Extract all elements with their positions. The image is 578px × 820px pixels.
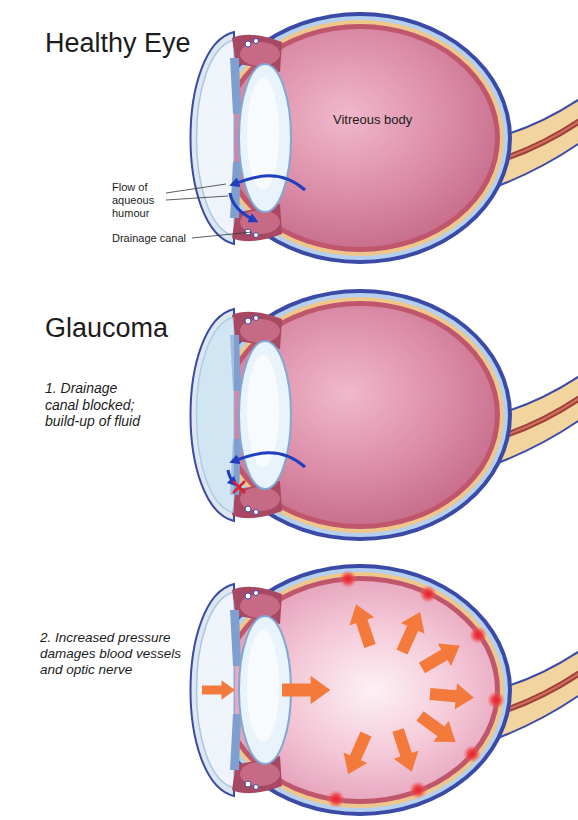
part-label: Drainage canal (112, 232, 186, 245)
step-note: 1. Drainage canal blocked; build-up of f… (45, 380, 147, 430)
eye-illustration-part (327, 790, 345, 808)
eye-illustration-part (390, 607, 432, 658)
healthy-eye (191, 12, 578, 264)
damage-spots (327, 570, 505, 808)
fluid-build-up (197, 317, 235, 513)
eye-illustration-part (282, 676, 330, 705)
eye-illustration-part (191, 584, 292, 796)
flow-arrow (230, 193, 254, 220)
eye-illustration-part (469, 626, 487, 644)
flow-arrow (234, 176, 305, 190)
pressure-arrows (202, 600, 475, 779)
leader-line (192, 232, 252, 238)
eye-illustration-part (202, 680, 235, 700)
eye-illustration-part (339, 570, 357, 588)
eye-illustration-part (344, 600, 383, 650)
eye-illustration-part (191, 32, 292, 244)
eye-illustration-part (336, 729, 378, 780)
section-heading: Glaucoma (45, 313, 168, 345)
eye-illustration-part (429, 681, 475, 711)
eye-illustration-part (487, 691, 505, 709)
section-heading: Healthy Eye (45, 28, 191, 60)
eye-illustration-part (463, 745, 481, 763)
glaucoma-eye-blocked (191, 289, 578, 541)
blocked-mark (233, 481, 245, 493)
eye-illustration-part (419, 585, 437, 603)
eye-illustration-part (409, 781, 427, 799)
step-note: 2. Increased pressure damages blood vess… (40, 630, 190, 678)
part-label: Flow of aqueous humour (112, 181, 162, 220)
eye-illustration-part (191, 309, 292, 521)
eye-illustration-part (386, 726, 424, 776)
blocked-mark (233, 481, 245, 493)
glaucoma-eye-pressure (191, 564, 578, 816)
flow-arrow (234, 453, 305, 467)
part-label: Vitreous body (333, 112, 412, 127)
leader-line (166, 196, 228, 200)
eye-illustration-part (415, 634, 466, 679)
leader-line (166, 184, 226, 193)
eye-illustration-part (412, 706, 463, 753)
